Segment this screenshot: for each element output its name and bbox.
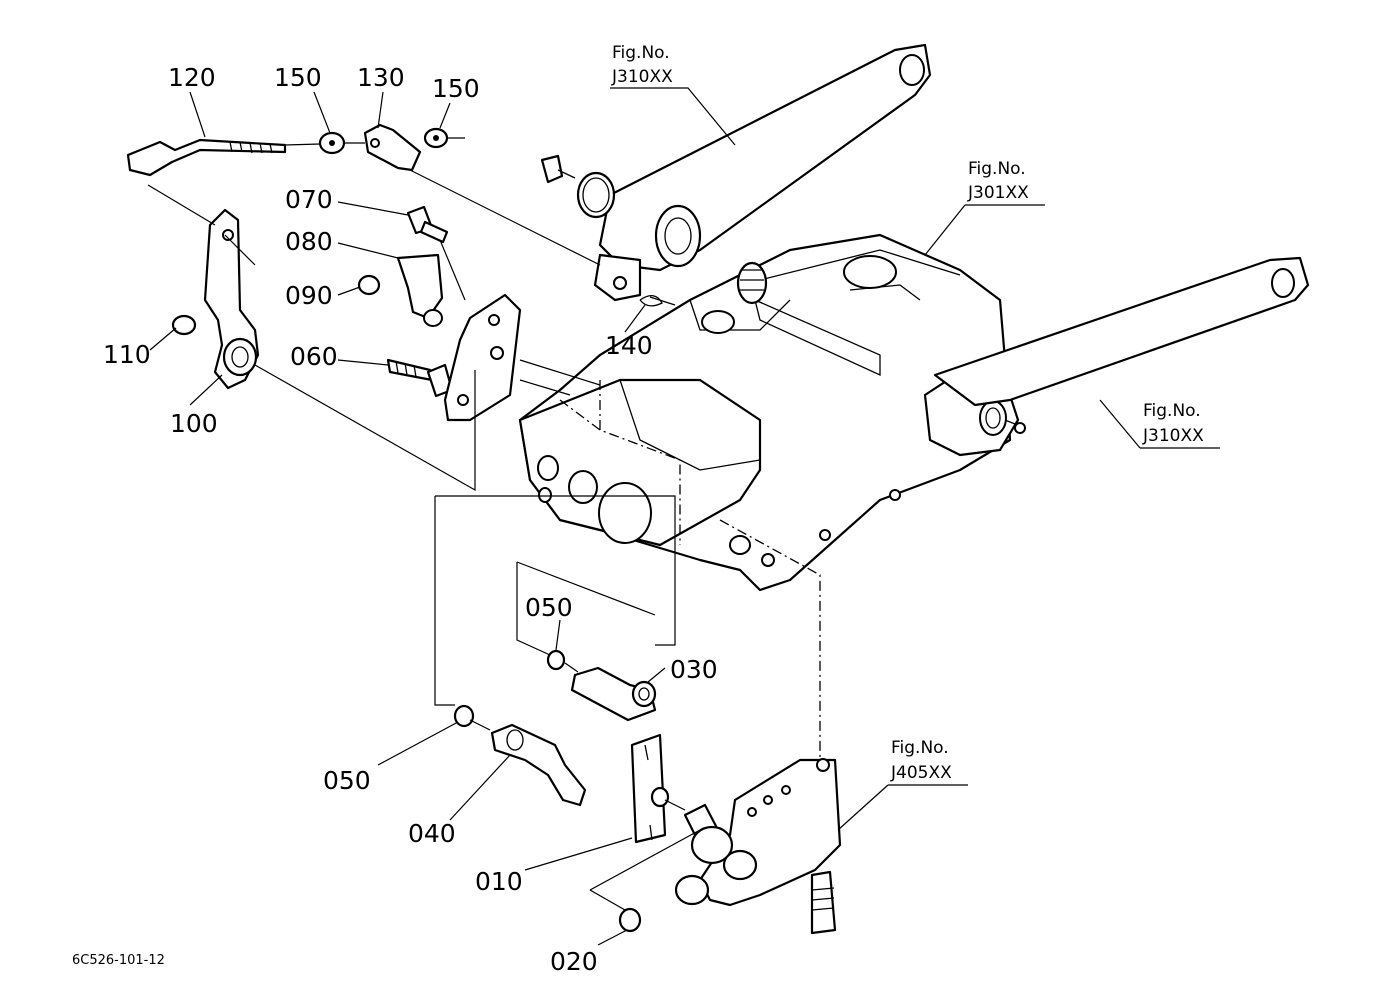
drawing-code: 6C526-101-12 [72, 953, 165, 968]
label-050-upper: 050 [525, 593, 573, 622]
label-090: 090 [285, 281, 333, 310]
control-valve-body [674, 758, 842, 935]
part-140-clip [639, 295, 676, 307]
label-140: 140 [605, 331, 653, 360]
part-110-snap-ring [171, 314, 197, 336]
part-040-spool [490, 723, 587, 807]
label-100: 100 [170, 409, 218, 438]
bolt-left-arm [540, 154, 576, 184]
hydraulic-cylinder-housing [518, 233, 1020, 592]
part-020-snap-ring [618, 907, 642, 933]
phantom-line-rod [719, 519, 821, 760]
fig-ref-j405-line2: J405XX [890, 763, 952, 783]
part-120-rod [126, 138, 287, 177]
label-030: 030 [670, 655, 718, 684]
part-130-clevis [363, 123, 422, 172]
lift-arm-left [593, 43, 932, 302]
label-150-a: 150 [274, 63, 322, 92]
part-090-snap-ring [357, 274, 381, 296]
phantom-line-housing [559, 380, 681, 545]
snap-ring-left-arm [576, 171, 616, 219]
label-130: 130 [357, 63, 405, 92]
part-010-lever-plate [630, 733, 670, 844]
part-150-nut-a [318, 131, 346, 155]
label-120: 120 [168, 63, 216, 92]
label-010: 010 [475, 867, 523, 896]
part-150-nut-b [423, 127, 449, 149]
fig-ref-j301-line1: Fig.No. [968, 159, 1026, 179]
part-070-bolt [406, 205, 449, 244]
callout-leaders [149, 87, 1220, 946]
plate-bracket [443, 293, 522, 422]
label-110: 110 [103, 340, 151, 369]
assembly-lines [147, 137, 701, 911]
fig-ref-j310-top-line1: Fig.No. [612, 43, 670, 63]
label-050-lower: 050 [323, 766, 371, 795]
part-050-o-ring-upper [546, 649, 566, 671]
part-050-o-ring-lower [453, 704, 475, 728]
fig-ref-j301-line2: J301XX [967, 183, 1029, 203]
part-100-link [203, 208, 260, 390]
label-150-b: 150 [432, 74, 480, 103]
label-020: 020 [550, 947, 598, 976]
label-060: 060 [290, 342, 338, 371]
part-060-stud [386, 358, 454, 398]
fig-ref-j310-top-line2: J310XX [611, 67, 673, 87]
label-040: 040 [408, 819, 456, 848]
label-070: 070 [285, 185, 333, 214]
part-030-spool [570, 666, 657, 722]
lift-arm-right [933, 256, 1310, 434]
part-080-pin [396, 253, 444, 327]
fig-ref-j405-line1: Fig.No. [891, 738, 949, 758]
fig-ref-j310-right-line1: Fig.No. [1143, 401, 1201, 421]
fig-ref-j310-right-line2: J310XX [1142, 426, 1204, 446]
label-080: 080 [285, 227, 333, 256]
